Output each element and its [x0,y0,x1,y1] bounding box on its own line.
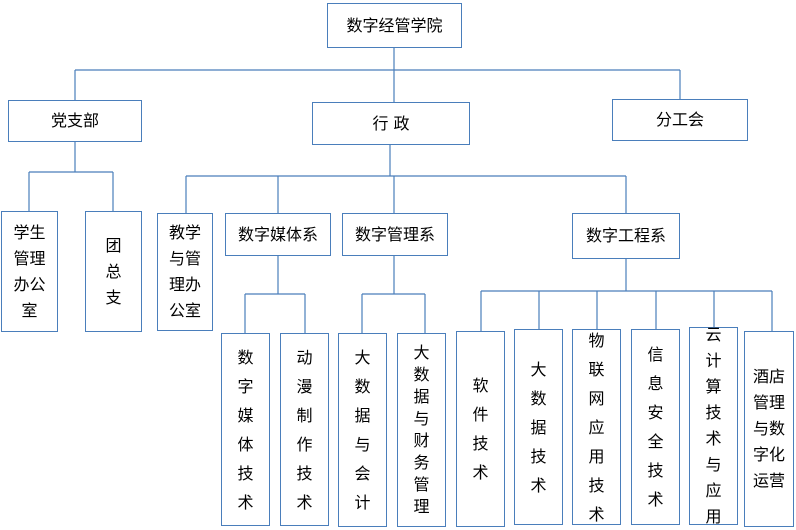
root-label: 数字经管学院 [346,15,443,35]
major-label: 大数据与会计 [354,348,371,512]
union-node: 分工会 [612,99,748,141]
major-label: 云计算技术与应用 [705,325,722,526]
major-node: 大数据与会计 [338,333,387,527]
major-label: 动漫制作技术 [296,347,313,512]
root-node: 数字经管学院 [327,3,462,48]
party-branch-label: 党支部 [50,111,99,130]
major-label: 酒店管理与数字化运营 [753,367,786,490]
student-office-node: 学生管理办公室 [1,211,58,332]
management-dept-label: 数字管理系 [354,224,435,244]
engineering-dept-node: 数字工程系 [572,213,680,259]
major-node: 大数据技术 [514,329,563,525]
union-label: 分工会 [655,110,704,129]
engineering-dept-label: 数字工程系 [585,226,666,245]
media-dept-label: 数字媒体系 [237,224,318,244]
admin-node: 行 政 [312,102,470,145]
student-office-label: 学生管理办公室 [13,222,46,320]
major-node: 动漫制作技术 [280,333,329,526]
teaching-office-node: 教学与管理办公室 [157,213,213,331]
major-label: 信息安全技术 [647,345,664,509]
league-label: 团总支 [105,235,122,307]
league-node: 团总支 [85,211,142,332]
major-label: 软件技术 [472,376,489,482]
major-node: 云计算技术与应用 [689,325,738,526]
major-label: 数字媒体技术 [237,347,254,512]
major-node: 酒店管理与数字化运营 [744,331,794,527]
major-label: 大数据技术 [530,359,547,495]
party-branch-node: 党支部 [8,100,142,142]
major-label: 大数据与财务管理 [413,343,430,516]
major-node: 大数据与财务管理 [397,333,446,527]
major-node: 软件技术 [456,331,505,527]
major-node: 信息安全技术 [631,329,680,525]
media-dept-node: 数字媒体系 [225,213,331,256]
management-dept-node: 数字管理系 [342,213,448,256]
major-node: 物联网应用技术 [572,329,621,525]
admin-label: 行 政 [372,113,410,133]
major-label: 物联网应用技术 [588,330,605,524]
major-node: 数字媒体技术 [221,333,270,526]
teaching-office-label: 教学与管理办公室 [168,223,201,320]
